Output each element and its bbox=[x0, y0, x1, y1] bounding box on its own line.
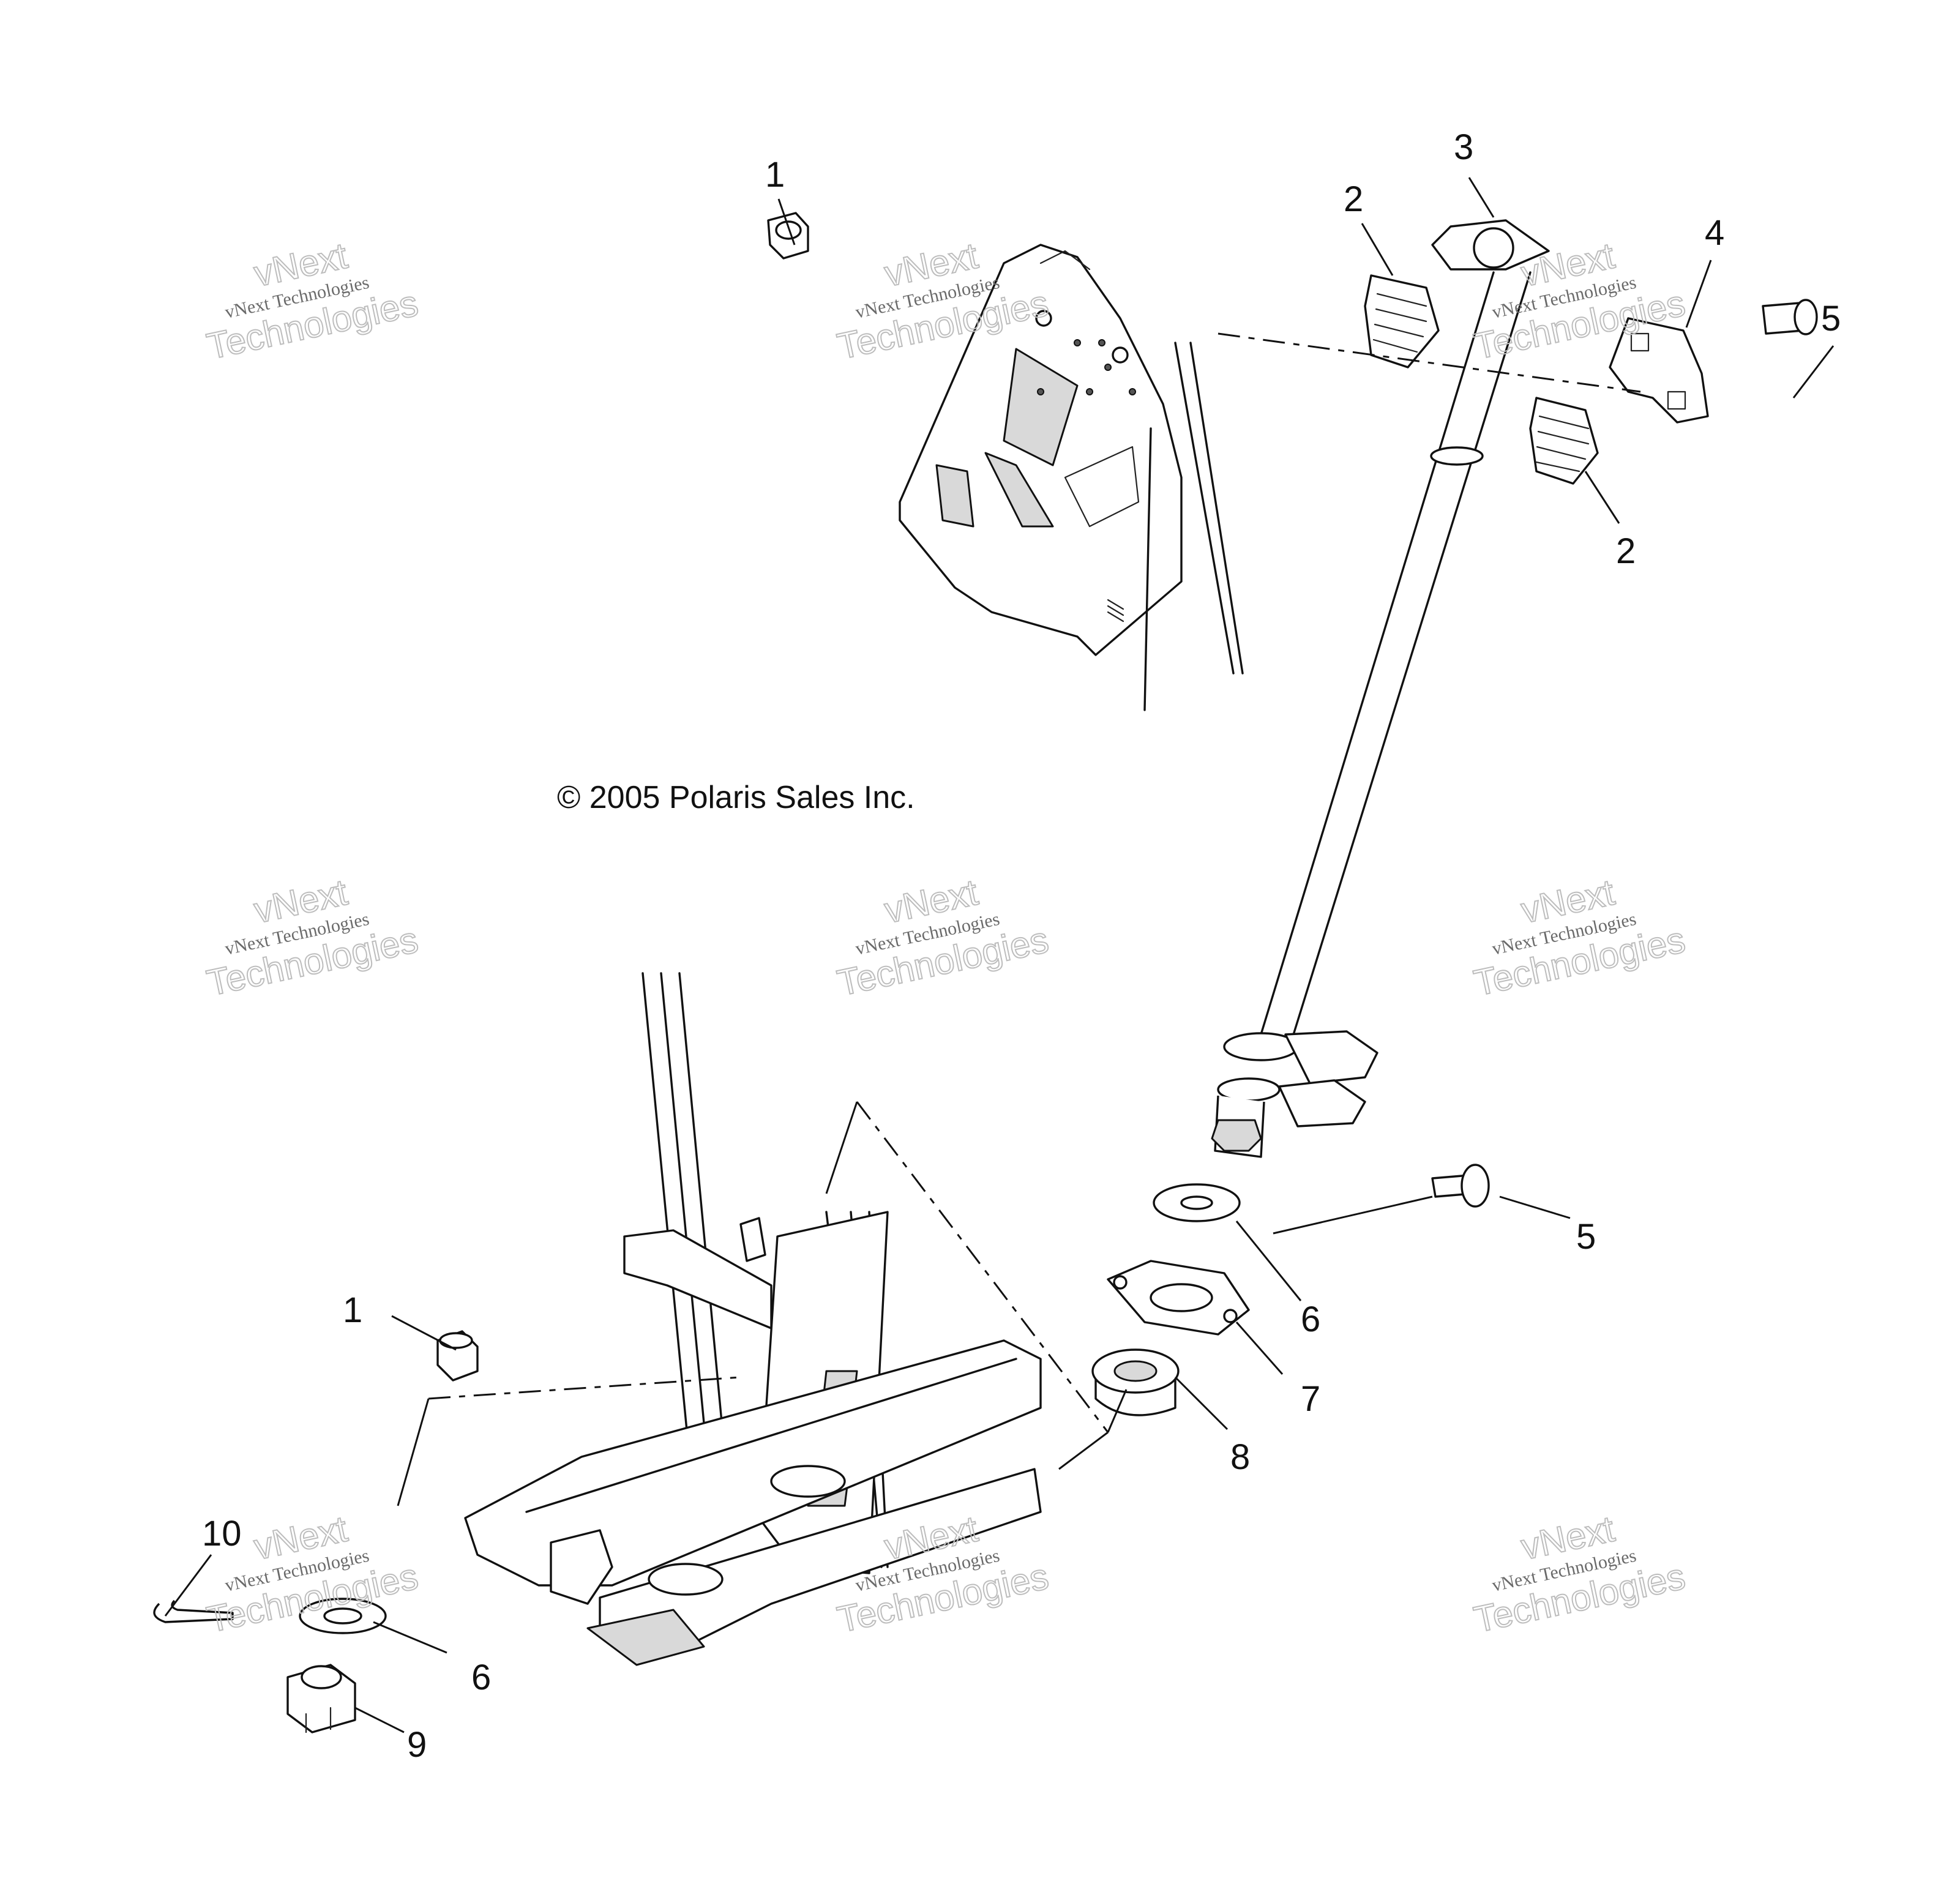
callout-2-mid: 2 bbox=[1616, 531, 1636, 571]
upper-frame-panel bbox=[899, 244, 1244, 711]
steering-post bbox=[1211, 219, 1550, 1158]
callout-leaders bbox=[164, 177, 1835, 1733]
callout-9: 9 bbox=[407, 1725, 427, 1765]
callout-5-mid: 5 bbox=[1576, 1217, 1596, 1257]
bolt-upper bbox=[1762, 299, 1818, 335]
callout-8: 8 bbox=[1230, 1437, 1250, 1477]
callout-3: 3 bbox=[1454, 127, 1473, 167]
callout-2-top: 2 bbox=[1344, 179, 1363, 219]
watermark-9: vNext vNext Technologies Technologies bbox=[1470, 1508, 1689, 1641]
bearing-plate bbox=[1107, 1260, 1250, 1336]
copyright-text: © 2005 Polaris Sales Inc. bbox=[557, 780, 915, 815]
flange-nut-top bbox=[767, 212, 809, 260]
watermark-6: vNext vNext Technologies Technologies bbox=[1470, 871, 1689, 1004]
bolt-middle bbox=[1431, 1164, 1490, 1208]
bearing bbox=[1091, 1348, 1180, 1416]
callout-7: 7 bbox=[1301, 1379, 1320, 1419]
lower-frame bbox=[464, 972, 1042, 1666]
watermark-5: vNext vNext Technologies Technologies bbox=[833, 871, 1053, 1004]
callout-1-bottom: 1 bbox=[343, 1290, 362, 1330]
mount-block bbox=[1609, 317, 1709, 424]
callout-10: 10 bbox=[202, 1514, 242, 1554]
callout-1-top: 1 bbox=[765, 155, 785, 195]
washer-middle bbox=[1153, 1183, 1241, 1222]
washer-bottom bbox=[299, 1598, 387, 1634]
callout-6-mid: 6 bbox=[1301, 1299, 1320, 1339]
callout-4: 4 bbox=[1705, 213, 1724, 253]
flange-nut-bottom bbox=[436, 1330, 479, 1382]
castle-nut bbox=[286, 1664, 356, 1733]
watermark-4: vNext vNext Technologies Technologies bbox=[203, 871, 422, 1004]
watermark-1: vNext vNext Technologies Technologies bbox=[203, 234, 422, 368]
callout-5-top: 5 bbox=[1821, 299, 1841, 338]
bushing-lower bbox=[1529, 397, 1599, 485]
callout-6-bottom: 6 bbox=[471, 1658, 491, 1697]
bushing-upper bbox=[1364, 274, 1440, 368]
cotter-pin bbox=[153, 1599, 234, 1623]
assembly-lines bbox=[397, 332, 1641, 1506]
